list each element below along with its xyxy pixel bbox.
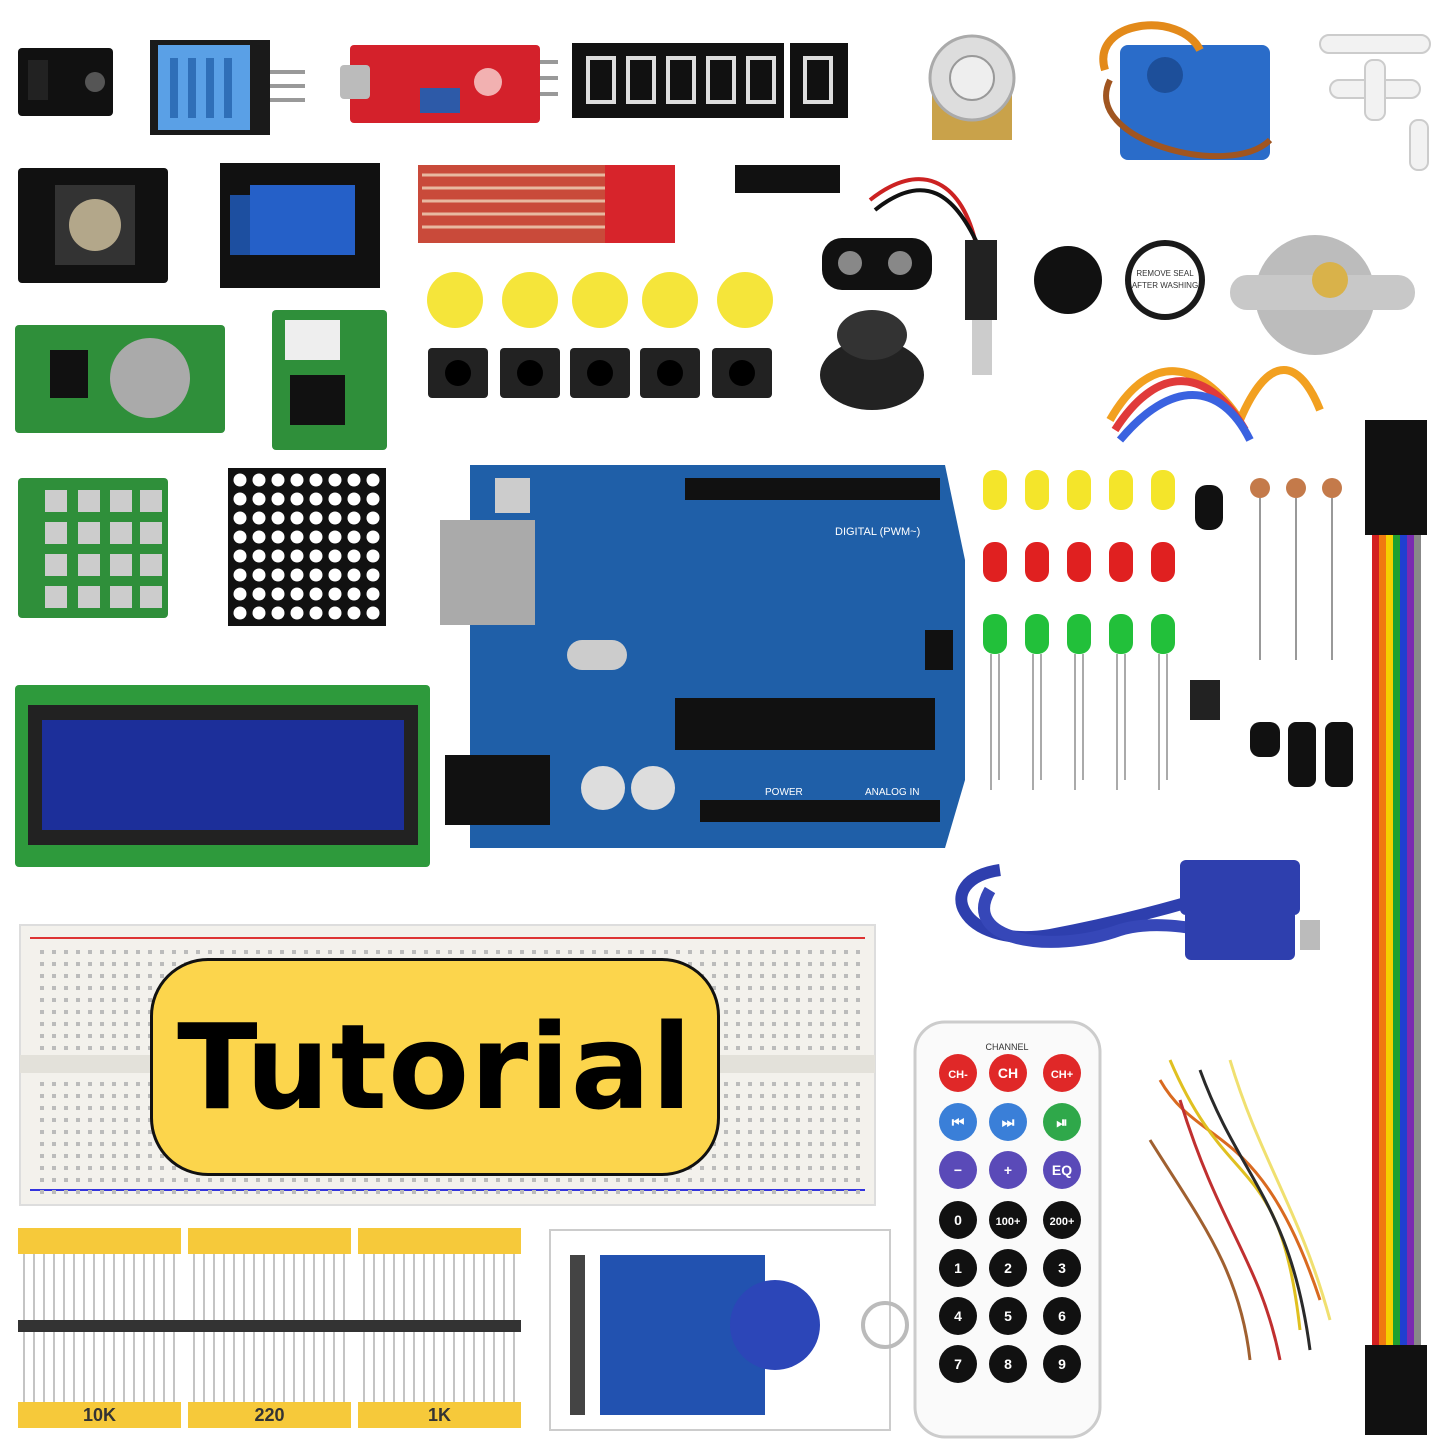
transistors	[1250, 722, 1353, 787]
svg-text:200+: 200+	[1050, 1216, 1075, 1228]
resistor-label-220: 220	[254, 1405, 285, 1425]
battery-clip	[822, 177, 997, 375]
remote-digit-button: 5	[989, 1297, 1027, 1335]
svg-text:3: 3	[1058, 1260, 1066, 1276]
ir-remote: CHANNEL CH- CH CH+ ⏮ ⏭ ⏯ − + EQ 0 100+ 200+ 1 2 3 4 5 6 7 8…	[913, 1020, 1102, 1439]
rtc-module	[15, 325, 225, 433]
jumper-wires	[1148, 1059, 1332, 1361]
svg-text:CH-: CH-	[948, 1069, 968, 1081]
servo-horns	[1319, 34, 1431, 171]
stepper-motor	[1106, 235, 1415, 443]
tutorial-title: Tutorial	[177, 998, 693, 1136]
svg-text:−: −	[954, 1162, 962, 1178]
stepper-driver	[272, 310, 387, 450]
led-matrix	[228, 468, 386, 626]
ic-chip	[735, 165, 840, 193]
remote-vol-button: EQ	[1043, 1151, 1081, 1189]
svg-text:+: +	[1004, 1162, 1012, 1178]
photoresistors	[1250, 478, 1342, 660]
tutorial-badge: Tutorial	[150, 958, 720, 1176]
svg-text:7: 7	[954, 1356, 962, 1372]
servo-motor	[1099, 21, 1273, 160]
svg-text:ANALOG IN: ANALOG IN	[865, 787, 919, 798]
dht11-sensor	[150, 40, 305, 135]
remote-num-button: 200+	[1043, 1201, 1081, 1239]
svg-text:6: 6	[1058, 1308, 1066, 1324]
remote-digit-button: 8	[989, 1345, 1027, 1383]
passive-buzzer: REMOVE SEAL AFTER WASHING	[1125, 240, 1205, 320]
keypad-module	[18, 478, 168, 618]
remote-vol-button: −	[939, 1151, 977, 1189]
remote-digit-button: 4	[939, 1297, 977, 1335]
remote-digit-button: 1	[939, 1249, 977, 1287]
usb-cable	[955, 860, 1320, 960]
svg-text:⏯: ⏯	[1056, 1114, 1067, 1130]
svg-text:2: 2	[1004, 1260, 1012, 1276]
remote-ch-button: CH-	[939, 1054, 977, 1092]
svg-text:EQ: EQ	[1052, 1162, 1072, 1178]
svg-text:1: 1	[954, 1260, 962, 1276]
svg-text:POWER: POWER	[765, 787, 803, 798]
remote-next-button: ⏭	[989, 1103, 1027, 1141]
remote-prev-button: ⏮	[939, 1103, 977, 1141]
svg-text:8: 8	[1004, 1356, 1012, 1372]
relay-module	[220, 163, 380, 288]
svg-text:0: 0	[954, 1212, 962, 1228]
potentiometer	[928, 34, 1016, 140]
resistor-label-1k: 1K	[427, 1405, 451, 1425]
svg-text:AFTER WASHING: AFTER WASHING	[1132, 281, 1198, 290]
remote-digit-button: 9	[1043, 1345, 1081, 1383]
remote-ch-button: CH+	[1043, 1054, 1081, 1092]
active-buzzer	[1034, 246, 1102, 314]
svg-text:100+: 100+	[996, 1216, 1021, 1228]
svg-text:DIGITAL (PWM~): DIGITAL (PWM~)	[835, 526, 920, 538]
svg-text:⏭: ⏭	[1002, 1114, 1015, 1130]
rfid-module	[549, 1229, 909, 1431]
joystick-cap	[820, 310, 924, 410]
svg-text:4: 4	[954, 1308, 962, 1324]
leds	[983, 470, 1223, 790]
ky-module	[18, 48, 113, 116]
remote-play-button: ⏯	[1043, 1103, 1081, 1141]
button-caps	[427, 272, 773, 328]
remote-num-button: 100+	[989, 1201, 1027, 1239]
ribbon-cable	[1365, 420, 1427, 1435]
resistor-label-10k: 10K	[82, 1405, 117, 1425]
svg-text:⏮: ⏮	[952, 1114, 965, 1130]
svg-text:REMOVE SEAL: REMOVE SEAL	[1136, 269, 1194, 278]
remote-digit-button: 3	[1043, 1249, 1081, 1287]
remote-digit-button: 6	[1043, 1297, 1081, 1335]
resistor-strips	[18, 1228, 521, 1428]
water-level-sensor	[418, 165, 675, 243]
svg-text:CHANNEL: CHANNEL	[985, 1042, 1028, 1052]
arduino-uno-board: DIGITAL (PWM~) POWER ANALOG IN	[440, 465, 965, 848]
lcd-1602	[15, 685, 430, 867]
svg-text:CH+: CH+	[1051, 1069, 1073, 1081]
seven-segment-display	[572, 43, 848, 118]
joystick-module	[18, 168, 168, 283]
svg-text:5: 5	[1004, 1308, 1012, 1324]
sound-sensor	[340, 45, 558, 123]
remote-digit-button: 7	[939, 1345, 977, 1383]
svg-text:CH: CH	[998, 1065, 1018, 1081]
remote-digit-button: 2	[989, 1249, 1027, 1287]
remote-vol-button: +	[989, 1151, 1027, 1189]
svg-text:9: 9	[1058, 1356, 1066, 1372]
remote-num-button: 0	[939, 1201, 977, 1239]
tactile-buttons	[428, 348, 772, 398]
remote-ch-button: CH	[989, 1054, 1027, 1092]
